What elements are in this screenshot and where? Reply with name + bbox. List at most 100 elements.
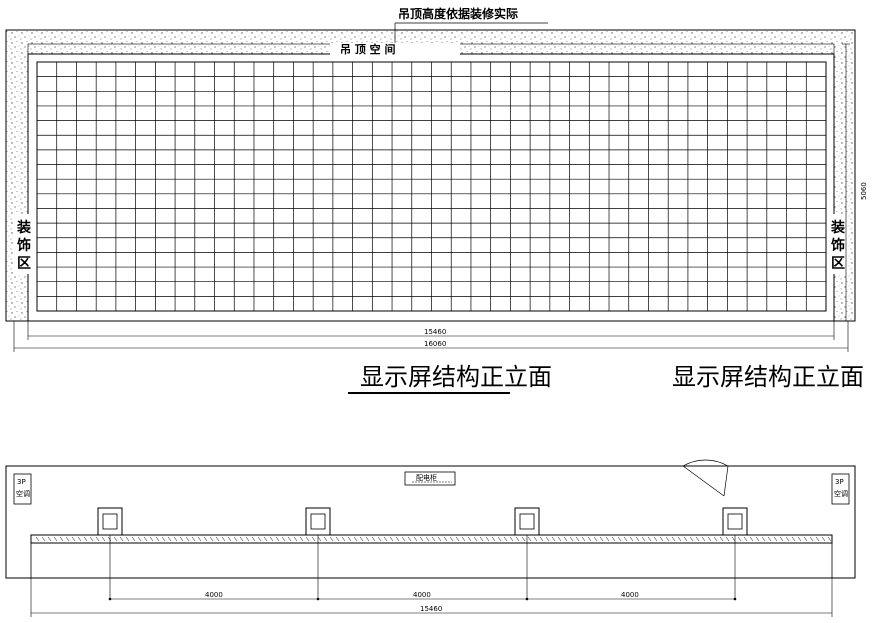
strip-tick <box>599 536 604 542</box>
strip-tick <box>335 536 340 542</box>
strip-tick <box>815 536 820 542</box>
left-ac-box <box>13 473 32 505</box>
strip-tick <box>539 536 544 542</box>
strip-tick <box>389 536 394 542</box>
strip-tick <box>215 536 220 542</box>
strip-tick <box>77 536 82 542</box>
strip-tick <box>71 536 76 542</box>
strip-tick <box>209 536 214 542</box>
strip-tick <box>467 536 472 542</box>
strip-tick <box>605 536 610 542</box>
strip-tick <box>647 536 652 542</box>
strip-tick <box>797 536 802 542</box>
span-dim-1: 4000 <box>205 591 223 599</box>
strip-tick <box>725 536 730 542</box>
strip-tick <box>317 536 322 542</box>
strip-tick <box>137 536 142 542</box>
strip-tick <box>587 536 592 542</box>
strip-tick <box>395 536 400 542</box>
strip-tick <box>269 536 274 542</box>
strip-tick <box>95 536 100 542</box>
strip-tick <box>557 536 562 542</box>
strip-tick <box>683 536 688 542</box>
strip-tick <box>431 536 436 542</box>
strip-tick <box>503 536 508 542</box>
strip-tick <box>131 536 136 542</box>
strip-tick <box>623 536 628 542</box>
screen-frame <box>27 53 835 322</box>
strip-tick <box>419 536 424 542</box>
strip-tick <box>593 536 598 542</box>
strip-tick <box>635 536 640 542</box>
strip-tick <box>35 536 40 542</box>
height-dim: 5060 <box>860 182 868 200</box>
strip-tick <box>509 536 514 542</box>
strip-tick <box>83 536 88 542</box>
strip-tick <box>767 536 772 542</box>
left-ac-top: 3P <box>17 478 26 486</box>
strip-tick <box>695 536 700 542</box>
support-post-inner <box>310 513 326 530</box>
strip-tick <box>425 536 430 542</box>
outer-width-dim: 16060 <box>424 340 446 348</box>
title-left: 显示屏结构正立面 <box>360 363 552 391</box>
support-posts <box>97 507 748 600</box>
strip-tick <box>671 536 676 542</box>
strip-tick <box>155 536 160 542</box>
strip-tick <box>167 536 172 542</box>
strip-tick <box>41 536 46 542</box>
strip-tick <box>341 536 346 542</box>
left-ac-bottom: 空调 <box>16 489 30 498</box>
strip-tick <box>575 536 580 542</box>
strip-tick <box>281 536 286 542</box>
strip-tick <box>779 536 784 542</box>
strip-tick <box>347 536 352 542</box>
support-post <box>305 507 331 536</box>
strip-tick <box>305 536 310 542</box>
strip-tick <box>251 536 256 542</box>
right-ac-top: 3P <box>835 478 844 486</box>
strip-tick <box>755 536 760 542</box>
strip-tick <box>365 536 370 542</box>
strip-tick <box>809 536 814 542</box>
strip-tick <box>617 536 622 542</box>
strip-tick <box>149 536 154 542</box>
strip-tick <box>275 536 280 542</box>
strip-tick <box>497 536 502 542</box>
strip-tick <box>383 536 388 542</box>
strip-tick <box>533 536 538 542</box>
strip-tick <box>353 536 358 542</box>
inner-width-dim: 15460 <box>424 328 446 336</box>
span-dim-tick <box>525 597 529 601</box>
strip-tick <box>407 536 412 542</box>
support-post-inner <box>102 513 118 530</box>
span-dims <box>108 597 737 601</box>
strip-tick <box>803 536 808 542</box>
strip-tick <box>227 536 232 542</box>
strip-tick <box>245 536 250 542</box>
right-ac-box <box>831 473 850 505</box>
strip-tick <box>287 536 292 542</box>
strip-tick <box>191 536 196 542</box>
ceiling-space-label-bg <box>330 43 460 55</box>
strip-tick <box>515 536 520 542</box>
right-side-label-bg <box>828 214 848 274</box>
strip-tick <box>311 536 316 542</box>
right-ac-bottom: 空调 <box>834 489 848 498</box>
strip-tick <box>473 536 478 542</box>
strip-tick <box>107 536 112 542</box>
strip-tick <box>221 536 226 542</box>
strip-tick <box>551 536 556 542</box>
total-dim: 15460 <box>420 605 442 613</box>
title-right: 显示屏结构正立面 <box>672 363 864 391</box>
left-side-label: 装饰区 <box>16 219 32 272</box>
strip-tick <box>641 536 646 542</box>
door-swing <box>682 459 729 497</box>
strip-tick <box>569 536 574 542</box>
span-dim-tick <box>108 597 112 601</box>
strip-tick <box>371 536 376 542</box>
span-dim-2: 4000 <box>413 591 431 599</box>
strip-tick <box>185 536 190 542</box>
strip-tick <box>233 536 238 542</box>
